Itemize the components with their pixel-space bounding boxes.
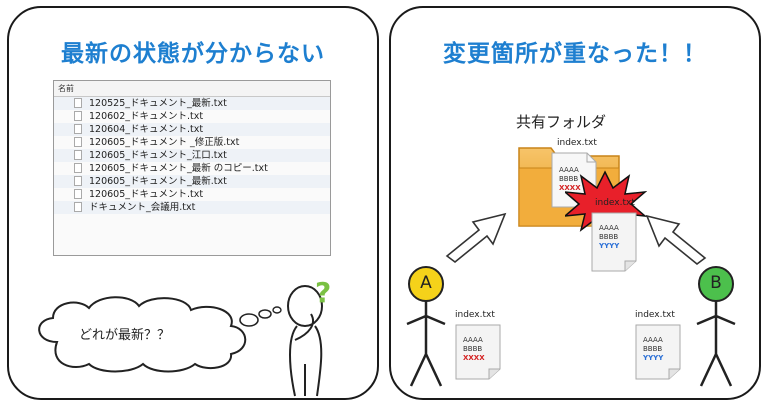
folder-file-content: AAAA BBBB XXXX <box>559 166 581 193</box>
file-list: 名前 120525_ドキュメント_最新.txt 120602_ドキュメント.txt… <box>53 80 331 256</box>
file-list-row[interactable]: ドキュメント_会議用.txt <box>54 201 330 214</box>
left-panel: 最新の状態が分からない 名前 120525_ドキュメント_最新.txt 12060… <box>7 6 379 400</box>
thought-text: どれが最新？？ <box>79 328 171 343</box>
cloud-bubble-small <box>272 306 282 314</box>
line2: BBBB <box>559 175 579 183</box>
conflict-file-content: AAAA BBBB YYYY <box>599 224 619 251</box>
file-name: 120605_ドキュメント _修正版.txt <box>89 137 240 148</box>
person-b-label: B <box>710 273 722 293</box>
file-icon <box>74 111 82 121</box>
file-icon <box>74 124 82 134</box>
line1: AAAA <box>463 336 483 344</box>
file-a-content: AAAA BBBB XXXX <box>463 336 485 363</box>
line3: XXXX <box>559 184 581 192</box>
line1: AAAA <box>643 336 663 344</box>
file-rows: 120525_ドキュメント_最新.txt 120602_ドキュメント.txt 120… <box>54 97 330 214</box>
right-panel: 変更箇所が重なった！！ 共有フォルダ index.txt AAAA BBBB X… <box>389 6 761 400</box>
line3: XXXX <box>463 354 485 362</box>
line2: BBBB <box>463 345 483 353</box>
thought-cloud <box>38 296 282 373</box>
file-name: 120602_ドキュメント.txt <box>89 111 204 122</box>
question-mark-icon: ? <box>315 276 332 309</box>
person-a-figure <box>406 266 446 387</box>
file-list-header: 名前 <box>54 81 330 97</box>
arrow-b-icon <box>645 214 707 266</box>
cloud-bubble-large <box>239 313 259 327</box>
document-icon <box>591 212 637 272</box>
person-body <box>289 325 323 397</box>
document-icon <box>635 324 681 380</box>
line3: YYYY <box>599 242 620 250</box>
file-list-row[interactable]: 120602_ドキュメント.txt <box>54 110 330 123</box>
file-icon <box>74 202 82 212</box>
line1: AAAA <box>599 224 619 232</box>
file-list-row[interactable]: 120605_ドキュメント_最新 のコピー.txt <box>54 162 330 175</box>
person-arm <box>294 313 314 341</box>
file-b-name: index.txt <box>635 310 675 320</box>
file-list-row[interactable]: 120525_ドキュメント_最新.txt <box>54 97 330 110</box>
person-b-figure <box>696 266 736 387</box>
line3: YYYY <box>643 354 664 362</box>
cloud-shape <box>38 296 247 373</box>
line2: BBBB <box>599 233 619 241</box>
file-name: 120525_ドキュメント_最新.txt <box>89 98 227 109</box>
thinking-person <box>287 285 323 397</box>
file-icon <box>74 176 82 186</box>
file-name: 120605_ドキュメント.txt <box>89 189 204 200</box>
folder-file-name: index.txt <box>557 138 597 148</box>
file-list-row[interactable]: 120605_ドキュメント _修正版.txt <box>54 136 330 149</box>
file-name: 120604_ドキュメント.txt <box>89 124 204 135</box>
file-list-row[interactable]: 120604_ドキュメント.txt <box>54 123 330 136</box>
file-name: 120605_ドキュメント_江口.txt <box>89 150 227 161</box>
cloud-bubble-medium <box>258 309 272 319</box>
file-b-content: AAAA BBBB YYYY <box>643 336 663 363</box>
file-icon <box>74 163 82 173</box>
arrow-a-icon <box>445 212 507 264</box>
file-icon <box>74 137 82 147</box>
file-list-row[interactable]: 120605_ドキュメント.txt <box>54 188 330 201</box>
person-head <box>287 285 323 327</box>
person-a-label: A <box>420 273 432 293</box>
file-name: ドキュメント_会議用.txt <box>89 202 196 213</box>
file-icon <box>74 189 82 199</box>
document-icon <box>455 324 501 380</box>
file-a-name: index.txt <box>455 310 495 320</box>
conflict-file-name: index.txt <box>595 198 635 208</box>
file-list-row[interactable]: 120605_ドキュメント_江口.txt <box>54 149 330 162</box>
file-name: 120605_ドキュメント_最新.txt <box>89 176 227 187</box>
line2: BBBB <box>643 345 663 353</box>
file-icon <box>74 98 82 108</box>
right-panel-title: 変更箇所が重なった！！ <box>443 41 707 67</box>
file-icon <box>74 150 82 160</box>
line1: AAAA <box>559 166 579 174</box>
shared-folder-label: 共有フォルダ <box>516 113 607 131</box>
left-panel-title: 最新の状態が分からない <box>61 41 325 67</box>
file-list-row[interactable]: 120605_ドキュメント_最新.txt <box>54 175 330 188</box>
file-name: 120605_ドキュメント_最新 のコピー.txt <box>89 163 268 174</box>
